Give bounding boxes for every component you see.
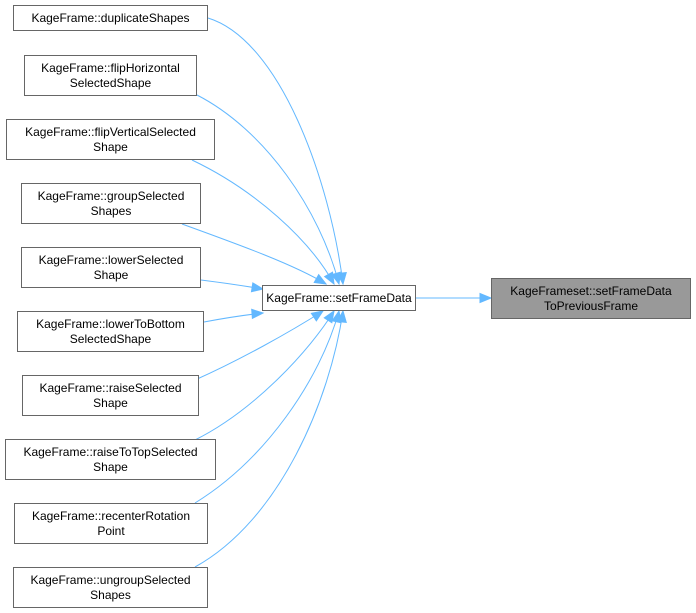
edge-caller-5-arrowhead [251, 308, 265, 320]
node-label: KageFrame::flipHorizontal [41, 60, 180, 75]
node-label: Shapes [90, 203, 132, 218]
node-duplicate-shapes[interactable]: KageFrame::duplicateShapes [13, 5, 208, 31]
node-recenter-rotation-point[interactable]: KageFrame::recenterRotation Point [14, 503, 208, 544]
node-raise-to-top-selected-shape[interactable]: KageFrame::raiseToTopSelected Shape [5, 439, 216, 480]
edge-caller-4-arrowhead [250, 282, 265, 293]
node-label: KageFrame::ungroupSelected [30, 572, 191, 587]
edge-caller-2-arrowhead [323, 271, 335, 286]
node-label: KageFrame::raiseToTopSelected [23, 444, 198, 459]
edge-caller-8 [194, 310, 340, 504]
node-label: Shape [93, 395, 128, 410]
edge-caller-3-arrowhead [313, 273, 328, 285]
edge-caller-1-arrowhead [330, 271, 341, 286]
node-label: SelectedShape [69, 331, 152, 346]
node-label: Shapes [90, 587, 131, 602]
edge-caller-7 [194, 310, 335, 441]
edge-caller-7-arrowhead [323, 309, 335, 324]
node-label: KageFrame::recenterRotation [31, 508, 191, 523]
node-label: KageFrame::flipVerticalSelected [25, 124, 196, 139]
edge-caller-3 [181, 223, 327, 285]
node-set-frame-data-to-previous-frame: KageFrameset::setFrameData ToPreviousFra… [491, 278, 691, 319]
node-flip-horizontal-selected-shape[interactable]: KageFrame::flipHorizontal SelectedShape [24, 55, 197, 96]
node-lower-selected-shape[interactable]: KageFrame::lowerSelected Shape [21, 247, 201, 288]
node-lower-to-bottom-selected-shape[interactable]: KageFrame::lowerToBottom SelectedShape [17, 311, 204, 352]
edge-caller-9 [194, 310, 344, 568]
node-label: Shape [93, 139, 128, 154]
node-raise-selected-shape[interactable]: KageFrame::raiseSelected Shape [22, 375, 199, 416]
node-label: Shape [93, 459, 128, 474]
node-flip-vertical-selected-shape[interactable]: KageFrame::flipVerticalSelected Shape [6, 119, 215, 160]
node-label: SelectedShape [69, 75, 152, 90]
node-label: KageFrame::groupSelected [37, 188, 185, 203]
node-label: KageFrame::raiseSelected [39, 380, 182, 395]
node-ungroup-selected-shapes[interactable]: KageFrame::ungroupSelected Shapes [13, 567, 208, 608]
node-group-selected-shapes[interactable]: KageFrame::groupSelected Shapes [21, 183, 201, 224]
node-label: Shape [93, 267, 129, 282]
edge-caller-6 [194, 310, 324, 381]
edge-caller-1 [196, 94, 340, 285]
edge-caller-6-arrowhead [310, 310, 325, 322]
node-label: KageFrame::lowerToBottom [36, 316, 185, 331]
node-label: KageFrameset::setFrameData [510, 283, 672, 298]
node-label: ToPreviousFrame [543, 298, 639, 313]
edge-hub-target-arrowhead [479, 292, 493, 304]
edge-caller-2 [191, 159, 335, 285]
node-label: Point [97, 523, 125, 538]
node-set-frame-data[interactable]: KageFrame::setFrameData [262, 285, 416, 311]
edge-caller-9-arrowhead [336, 309, 347, 324]
node-label: KageFrame::setFrameData [266, 290, 412, 305]
edge-caller-0 [207, 17, 344, 285]
node-label: KageFrame::lowerSelected [38, 252, 184, 267]
node-label: KageFrame::duplicateShapes [31, 10, 190, 25]
